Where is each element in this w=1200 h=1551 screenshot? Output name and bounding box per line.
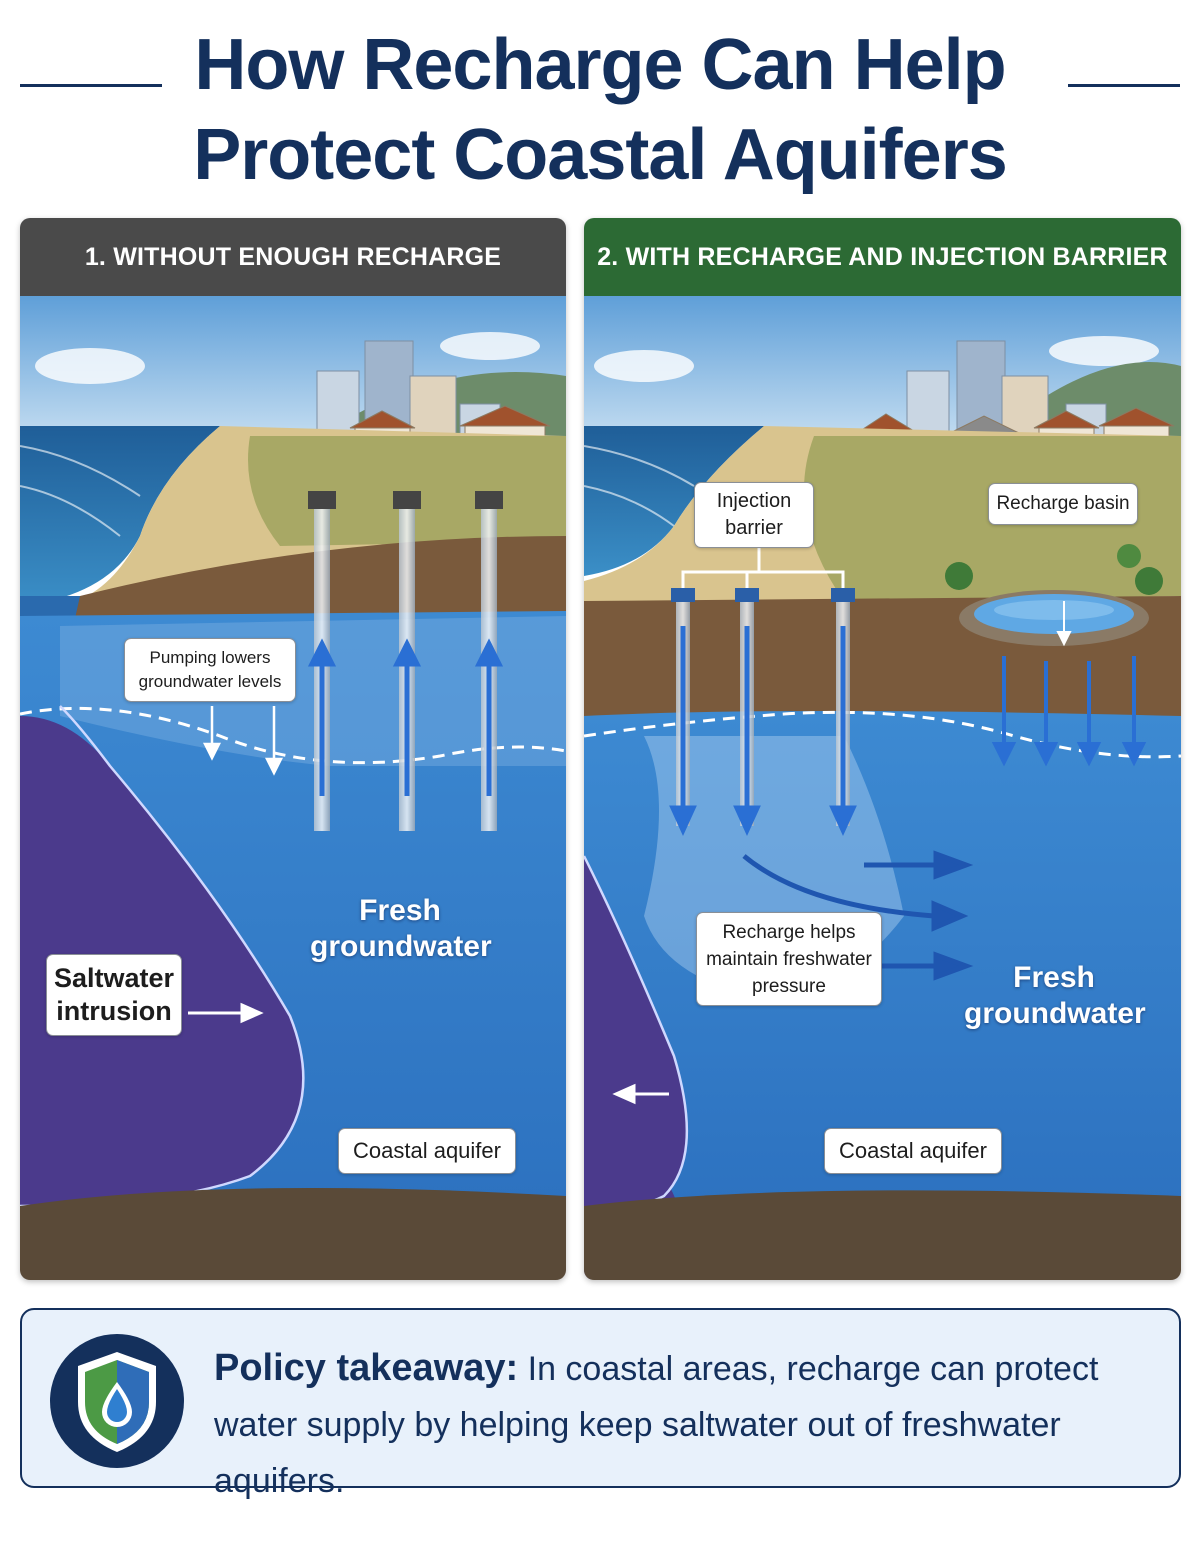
title-rule-left [20, 84, 162, 87]
fresh-line1: Fresh [964, 960, 1144, 996]
title-area: How Recharge Can Help Protect Coastal Aq… [0, 20, 1200, 210]
takeaway-heading: Policy takeaway: [214, 1347, 518, 1389]
title-line-2: Protect Coastal Aquifers [170, 110, 1030, 200]
takeaway-text: Policy takeaway: In coastal areas, recha… [214, 1340, 1164, 1509]
pumping-label-line2: groundwater levels [139, 670, 282, 694]
pressure-line3: pressure [706, 973, 872, 1000]
injection-barrier-label: Injection barrier [694, 482, 814, 548]
fresh-line1: Fresh [310, 893, 490, 929]
takeaway-line2: water supply by helping keep saltwater o… [214, 1397, 1164, 1509]
pressure-label: Recharge helps maintain freshwater press… [696, 912, 882, 1006]
pressure-line2: maintain freshwater [706, 946, 872, 973]
panel-with-recharge: 2. WITH RECHARGE AND INJECTION BARRIER [584, 218, 1181, 1280]
panel-without-recharge: 1. WITHOUT ENOUGH RECHARGE [20, 218, 566, 1280]
takeaway-line1: In coastal areas, recharge can protect [528, 1350, 1099, 1388]
injection-line2: barrier [717, 515, 792, 542]
panel1-header: 1. WITHOUT ENOUGH RECHARGE [20, 218, 566, 296]
fresh-groundwater-label: Fresh groundwater [964, 960, 1144, 1032]
pumping-label: Pumping lowers groundwater levels [124, 638, 296, 702]
bedrock [584, 1190, 1181, 1280]
page-title: How Recharge Can Help Protect Coastal Aq… [170, 20, 1030, 200]
pressure-line1: Recharge helps [706, 919, 872, 946]
recharge-basin-label: Recharge basin [988, 483, 1138, 525]
fresh-line2: groundwater [964, 996, 1144, 1032]
title-rule-right [1068, 84, 1180, 87]
saltwater-line1: Saltwater [54, 962, 174, 995]
saltwater-line2: intrusion [54, 995, 174, 1028]
panel2-header: 2. WITH RECHARGE AND INJECTION BARRIER [584, 218, 1181, 296]
shield-water-drop-icon [48, 1332, 186, 1470]
bedrock [20, 1188, 566, 1280]
fresh-groundwater-label: Fresh groundwater [310, 893, 490, 965]
saltwater-intrusion-label: Saltwater intrusion [46, 954, 182, 1036]
title-line-1: How Recharge Can Help [170, 20, 1030, 110]
fresh-line2: groundwater [310, 929, 490, 965]
policy-takeaway-box: Policy takeaway: In coastal areas, recha… [20, 1308, 1181, 1488]
pumping-label-line1: Pumping lowers [139, 646, 282, 670]
coastal-aquifer-label: Coastal aquifer [338, 1128, 516, 1174]
coastal-aquifer-label: Coastal aquifer [824, 1128, 1002, 1174]
injection-line1: Injection [717, 488, 792, 515]
